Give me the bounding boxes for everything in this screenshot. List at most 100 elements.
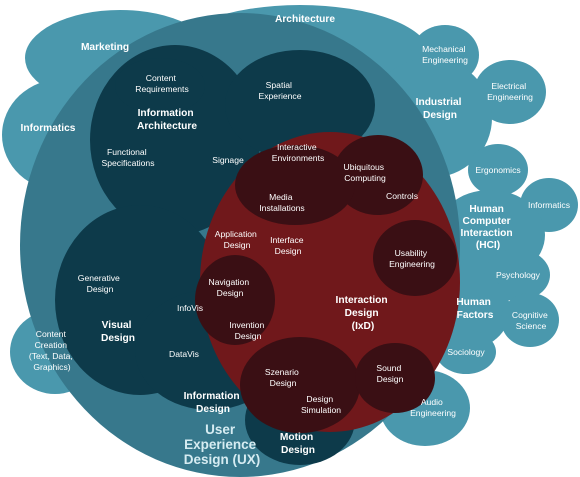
szenario-area (240, 337, 360, 433)
label-content-creation: Content Creation (Text, Data, Graphics) (29, 329, 75, 372)
cognitive-science-bubble (501, 293, 559, 347)
label-line: Design (UX) (184, 452, 261, 467)
label-line: Design (423, 110, 457, 121)
label-line: (Text, Data, (29, 351, 73, 361)
label-content-requirements: Content Requirements (135, 73, 189, 94)
label-line: Science (516, 321, 547, 331)
label-line: Information (184, 391, 240, 402)
label-line: Visual (102, 320, 132, 331)
label-line: Industrial (416, 97, 462, 108)
label-line: Design (377, 374, 404, 384)
label-line: Design (281, 445, 315, 456)
label-navigation-design: Navigation Design (209, 277, 252, 298)
label-sociology: Sociology (447, 347, 485, 357)
label-line: Interaction (336, 295, 388, 306)
label-ergonomics: Ergonomics (475, 165, 520, 175)
content-requirements-area (115, 58, 205, 114)
label-line: Cognitive (512, 310, 548, 320)
label-line: Design (101, 333, 135, 344)
label-industrial-design: Industrial Design (416, 97, 465, 121)
label-line: Content (146, 73, 177, 83)
label-line: Invention (229, 320, 264, 330)
label-generative-design: Generative Design (78, 273, 122, 294)
label-usability-engineering: Usability Engineering (389, 248, 435, 269)
label-line: Navigation (209, 277, 250, 287)
label-information-design: Information Design (184, 391, 243, 415)
label-line: Content (36, 329, 67, 339)
label-line: Ubiquitous (344, 162, 385, 172)
label-line: Engineering (389, 259, 435, 269)
label-psychology: Psychology (496, 270, 541, 280)
label-line: Human (469, 204, 504, 215)
navigation-area (195, 255, 275, 345)
label-interactive-environments: Interactive Environments (272, 142, 325, 163)
label-line: Architecture (137, 121, 197, 132)
label-ux-design: User Experience Design (UX) (184, 422, 261, 467)
label-information-architecture: Information Architecture (137, 108, 197, 132)
label-visual-design: Visual Design (101, 320, 135, 344)
label-line: Interface (270, 235, 304, 245)
label-marketing: Marketing (81, 42, 129, 53)
label-line: Design (235, 331, 262, 341)
label-datavis: DataVis (169, 349, 199, 359)
electrical-engineering-bubble (474, 60, 546, 124)
label-line: Specifications (101, 158, 154, 168)
interactive-env-area (235, 145, 355, 225)
label-line: Interaction (461, 228, 513, 239)
label-szenario-design: Szenario Design (265, 367, 301, 388)
label-line: Design (275, 246, 302, 256)
label-line: Design (217, 288, 244, 298)
label-line: Information (138, 108, 194, 119)
label-line: Engineering (410, 408, 456, 418)
label-motion-design: Motion Design (280, 432, 316, 456)
label-line: Functional (107, 147, 147, 157)
label-line: Mechanical (422, 44, 466, 54)
label-line: Computer (463, 216, 511, 227)
label-line: Design (224, 240, 251, 250)
label-line: Requirements (135, 84, 189, 94)
label-human-factors: Human Factors (456, 297, 493, 321)
usability-area (373, 220, 457, 296)
label-line: Audio (421, 397, 443, 407)
label-line: Design (196, 404, 230, 415)
label-sound-design: Sound Design (376, 363, 403, 384)
labels: Marketing Architecture Mechanical Engine… (21, 14, 570, 467)
label-application-design: Application Design (215, 229, 259, 250)
label-electrical-engineering: Electrical Engineering (487, 81, 533, 102)
ubiquitous-computing-area (333, 135, 423, 215)
label-line: Design (306, 394, 333, 404)
label-line: Motion (280, 432, 313, 443)
label-line: Creation (35, 340, 68, 350)
label-design-simulation: Design Simulation (301, 394, 341, 415)
label-spatial-experience: Spatial Experience (259, 80, 302, 101)
sociology-bubble (436, 330, 496, 374)
label-informatics-left: Informatics (21, 123, 76, 134)
label-line: Application (215, 229, 257, 239)
label-line: Sound (376, 363, 401, 373)
label-audio-engineering: Audio Engineering (410, 397, 456, 418)
label-line: Human (456, 297, 491, 308)
label-line: (HCI) (476, 240, 500, 251)
label-line: Engineering (487, 92, 533, 102)
label-hci: Human Computer Interaction (HCI) (461, 204, 516, 251)
label-infovis: InfoVis (177, 303, 203, 313)
label-line: User (205, 422, 236, 437)
label-line: Installations (259, 203, 304, 213)
label-line: Design (87, 284, 114, 294)
label-line: Design (270, 378, 297, 388)
ixd-dark-areas (195, 135, 457, 433)
label-line: Spatial (266, 80, 292, 90)
label-line: (IxD) (352, 321, 375, 332)
label-line: Interactive (277, 142, 317, 152)
label-media-installations: Media Installations (259, 192, 304, 213)
label-line: Szenario (265, 367, 299, 377)
label-cognitive-science: Cognitive Science (512, 310, 550, 331)
sound-design-area (355, 343, 435, 413)
label-line: Environments (272, 153, 325, 163)
label-line: Usability (395, 248, 428, 258)
label-line: Engineering (422, 55, 468, 65)
label-mechanical-engineering: Mechanical Engineering (422, 44, 468, 65)
label-line: Media (269, 192, 293, 202)
